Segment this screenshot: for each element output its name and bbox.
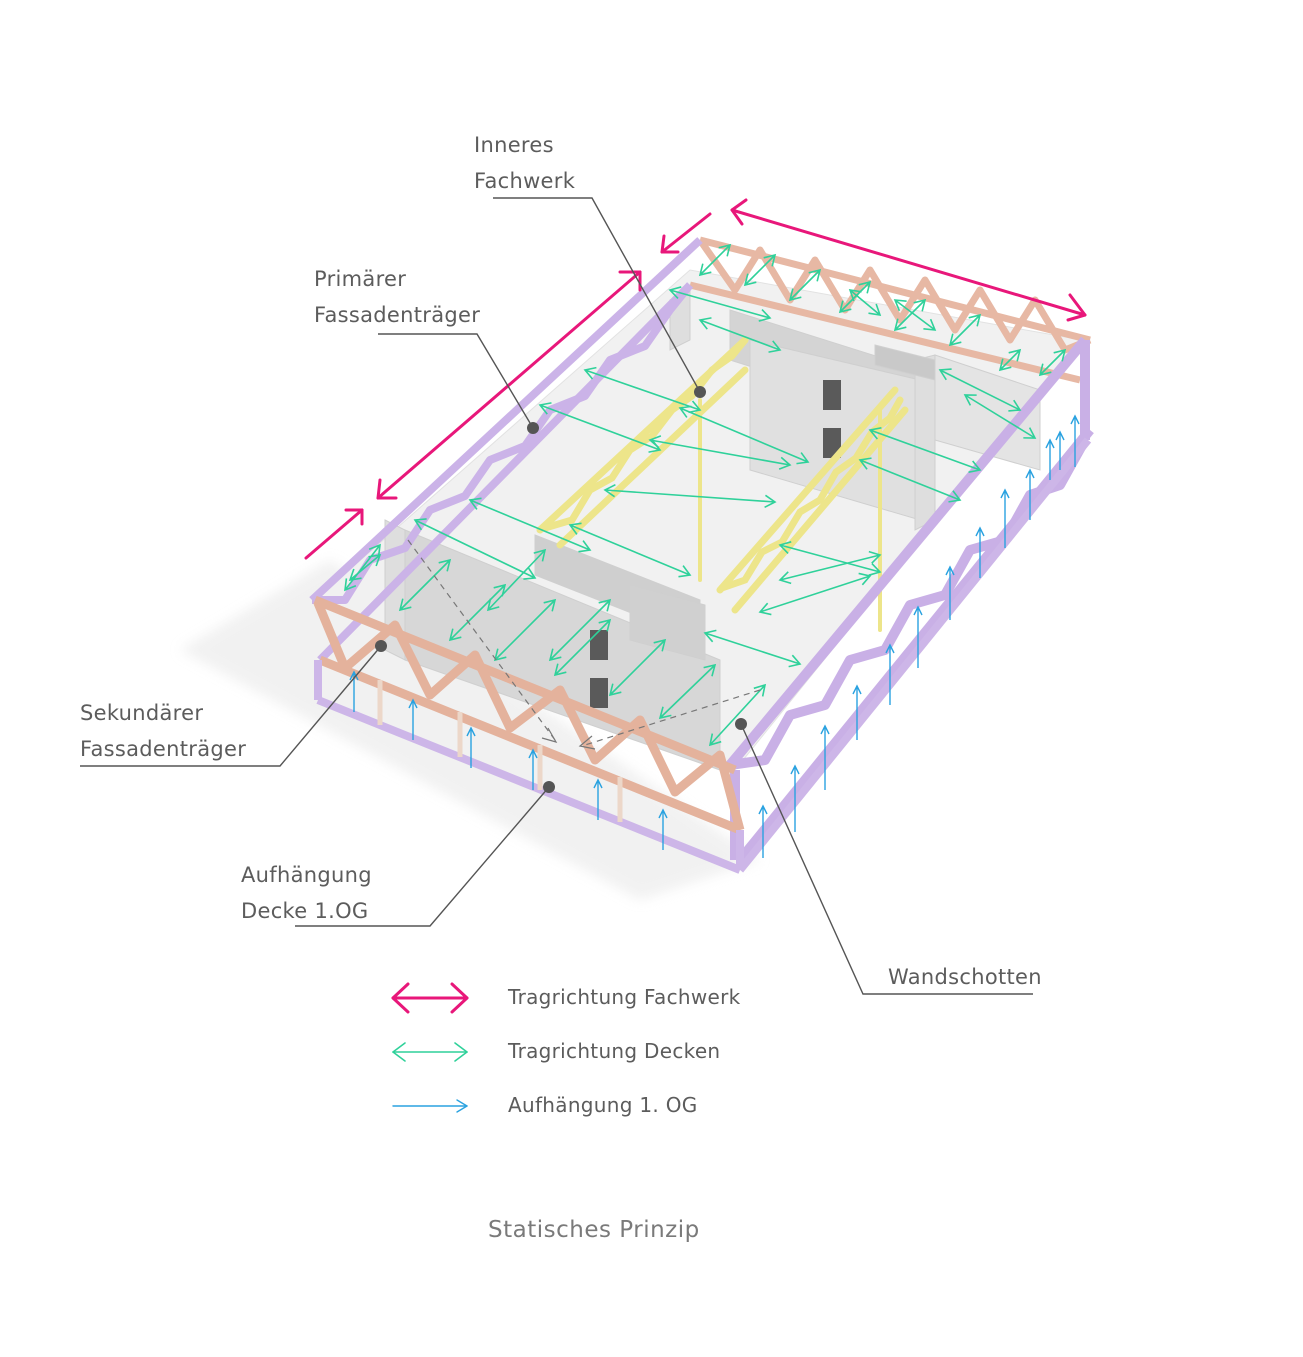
slab-arrow [998, 348, 1022, 372]
slab-arrow [468, 497, 592, 553]
slab-arrow [948, 313, 982, 347]
label-line: Sekundärer [80, 701, 204, 725]
hanger-arrow [658, 808, 668, 850]
leader-dot-primary-truss [527, 422, 539, 434]
slab-arrow [698, 317, 782, 353]
label-line: Fassadenträger [80, 737, 247, 761]
front-secondary-truss [313, 595, 745, 835]
hanger-arrow [1045, 438, 1055, 480]
legend-hanger-arrow-icon [392, 1099, 468, 1113]
wall-partitions [384, 289, 1041, 771]
hanger-arrow [593, 778, 603, 820]
hanger-arrows [349, 414, 1080, 858]
caption: Statisches Prinzip [488, 1217, 700, 1243]
hanger-arrow [913, 605, 923, 668]
slab-arrow [893, 299, 937, 331]
rear-secondary-truss [689, 236, 1092, 384]
slab-arrow [788, 268, 822, 302]
slab-arrow [1038, 348, 1067, 377]
label-line: Aufhängung [241, 863, 372, 887]
slab-arrow [448, 583, 507, 642]
legend-item-truss-direction: Tragrichtung Fachwerk [508, 985, 741, 1009]
hanger-arrow [1000, 488, 1010, 548]
slab-arrow [963, 394, 1037, 439]
hanger-arrow [408, 698, 418, 740]
dashed-load-arrows [407, 539, 761, 750]
slab-arrow [553, 618, 612, 677]
hanger-arrow [758, 804, 768, 858]
slab-arrow [344, 543, 381, 592]
slab-arrow [548, 598, 612, 662]
slab-arrow [858, 457, 962, 503]
hanger-arrow [790, 764, 800, 832]
legend-item-hanger: Aufhängung 1. OG [508, 1093, 698, 1117]
label-line: Decke 1.OG [241, 899, 369, 923]
slab-arrow [848, 289, 882, 316]
label-line: Fassadenträger [314, 303, 481, 327]
slab-arrow [678, 405, 810, 465]
slab-arrow [868, 426, 982, 474]
wall-openings [590, 380, 841, 708]
hanger-arrow [852, 684, 862, 740]
slab-arrow [398, 558, 452, 612]
slab-arrow [703, 629, 802, 668]
slab-arrow [568, 522, 692, 578]
slab-arrow [938, 368, 1022, 412]
slab-arrow [486, 548, 547, 612]
hanger-arrow [1070, 414, 1080, 467]
legend-item-slab-direction: Tragrichtung Decken [508, 1039, 721, 1063]
slab-arrow [743, 253, 777, 287]
truss-direction-arrows [304, 198, 1087, 560]
hanger-arrow [885, 643, 895, 705]
label-sekundaerer-fassadentraeger: Sekundärer Fassadenträger [80, 695, 246, 767]
slab-arrow [583, 366, 702, 414]
slab-arrow [608, 638, 667, 697]
slab-arrow [708, 683, 767, 747]
slab-arrow [348, 554, 382, 581]
slab-arrow [413, 518, 537, 580]
legend-slab-arrow-icon [392, 1042, 468, 1062]
hanger-arrow [1055, 430, 1065, 470]
label-aufhaengung-decke: Aufhängung Decke 1.OG [241, 857, 372, 929]
label-wandschotten: Wandschotten [888, 959, 1042, 995]
leader-dot-inner-truss [694, 386, 706, 398]
label-line: Inneres [474, 133, 554, 157]
slab-arrow [698, 243, 732, 277]
leader-dot-secondary-truss [375, 640, 387, 652]
label-line: Wandschotten [888, 965, 1042, 989]
hanger-arrow [945, 565, 955, 620]
slab-direction-arrows [344, 243, 1067, 747]
leader-dot-walls [735, 718, 747, 730]
inner-truss [536, 336, 909, 632]
slab-arrow [668, 286, 772, 322]
label-line: Fachwerk [474, 169, 576, 193]
slab-arrow [648, 435, 792, 470]
leader-lines [80, 197, 1033, 995]
slab-arrow [603, 484, 777, 508]
hanger-arrow [528, 748, 538, 790]
label-inneres-fachwerk: Inneres Fachwerk [474, 127, 575, 199]
slab-arrow [758, 572, 872, 616]
slab-arrow [893, 298, 927, 332]
label-line: Primärer [314, 267, 407, 291]
leader-dots [375, 386, 747, 793]
slab-arrow [838, 280, 872, 314]
hanger-posts [377, 680, 623, 822]
legend-truss-arrow-icon [391, 982, 469, 1014]
hanger-arrow [466, 726, 476, 768]
hanger-arrow [975, 526, 985, 578]
slab-arrow [493, 598, 557, 662]
hanger-arrow [820, 724, 830, 790]
leader-dot-hanger [543, 781, 555, 793]
legend-symbols [391, 982, 469, 1113]
slab-arrow [658, 663, 717, 720]
slab-arrow [778, 541, 882, 576]
hanger-arrow [1025, 468, 1035, 520]
slab-arrow [778, 550, 882, 585]
label-primaerer-fassadentraeger: Primärer Fassadenträger [314, 261, 480, 333]
